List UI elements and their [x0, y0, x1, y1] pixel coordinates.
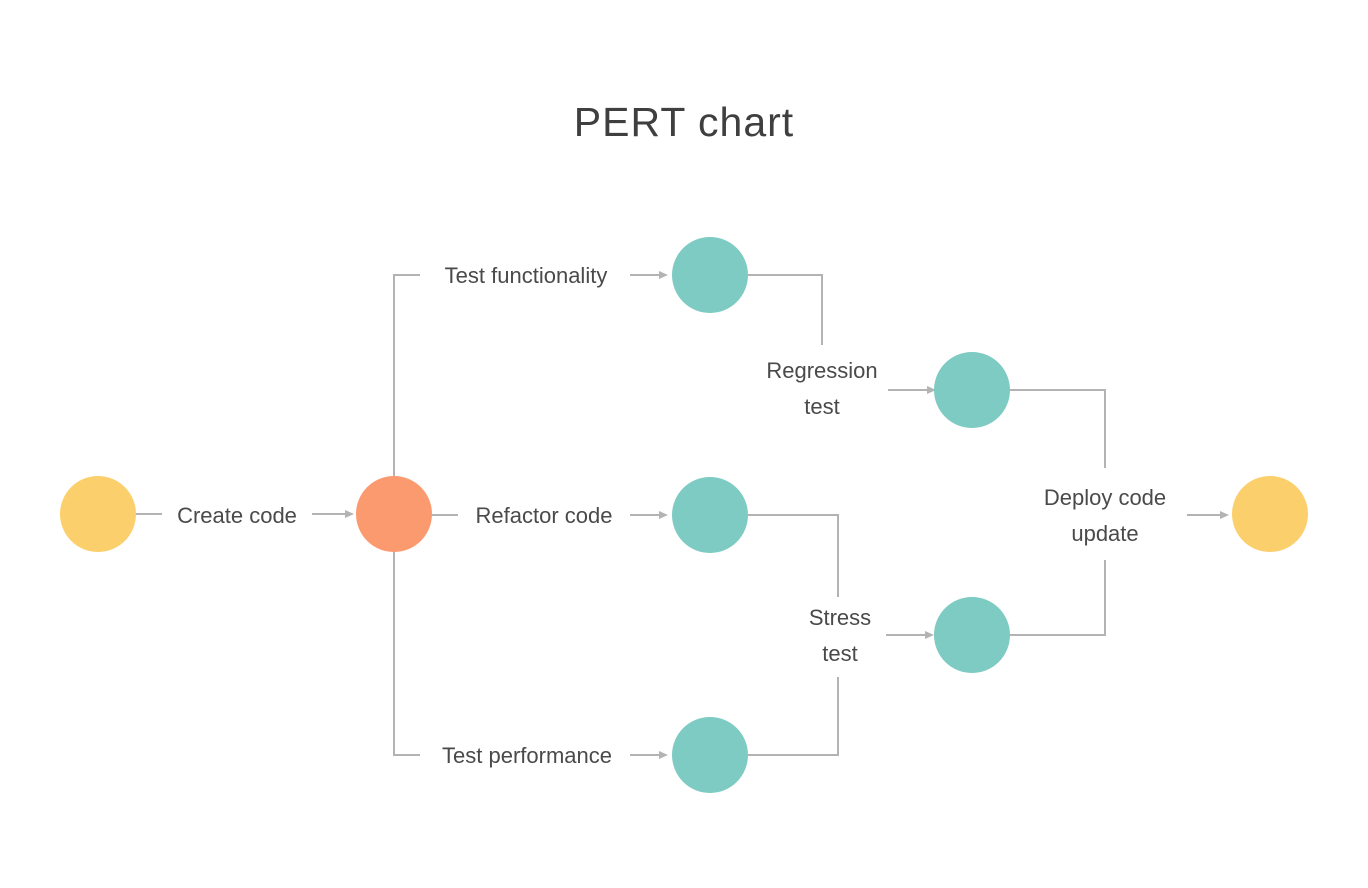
- edge-label-test-performance: Test performance: [442, 743, 612, 768]
- edge-label-regression-test: Regression test: [766, 358, 878, 419]
- diagram-title: PERT chart: [573, 99, 795, 145]
- node-end: [1232, 476, 1308, 552]
- node-test-functionality-milestone: [672, 237, 748, 313]
- node-test-performance-milestone: [672, 717, 748, 793]
- connector-down-branch: [393, 552, 420, 756]
- edge-label-test-functionality: Test functionality: [444, 263, 608, 288]
- node-regression-test-milestone: [934, 352, 1010, 428]
- edge-label-deploy-code-update: Deploy code update: [1043, 485, 1167, 546]
- node-stress-test-milestone: [934, 597, 1010, 673]
- edge-label-stress-test: Stress test: [808, 605, 872, 666]
- connector-functionality-to-regression: [748, 274, 823, 345]
- node-create-code-milestone: [356, 476, 432, 552]
- connector-performance-to-stress: [748, 677, 839, 756]
- edge-label-create-code: Create code: [177, 503, 297, 528]
- connector-refactor-to-stress: [748, 514, 839, 597]
- connector-stress-to-deploy: [1010, 560, 1106, 636]
- edge-label-refactor-code: Refactor code: [475, 503, 613, 528]
- node-start: [60, 476, 136, 552]
- node-refactor-code-milestone: [672, 477, 748, 553]
- connector-up-branch: [393, 274, 420, 476]
- connector-regression-to-deploy: [1010, 389, 1106, 468]
